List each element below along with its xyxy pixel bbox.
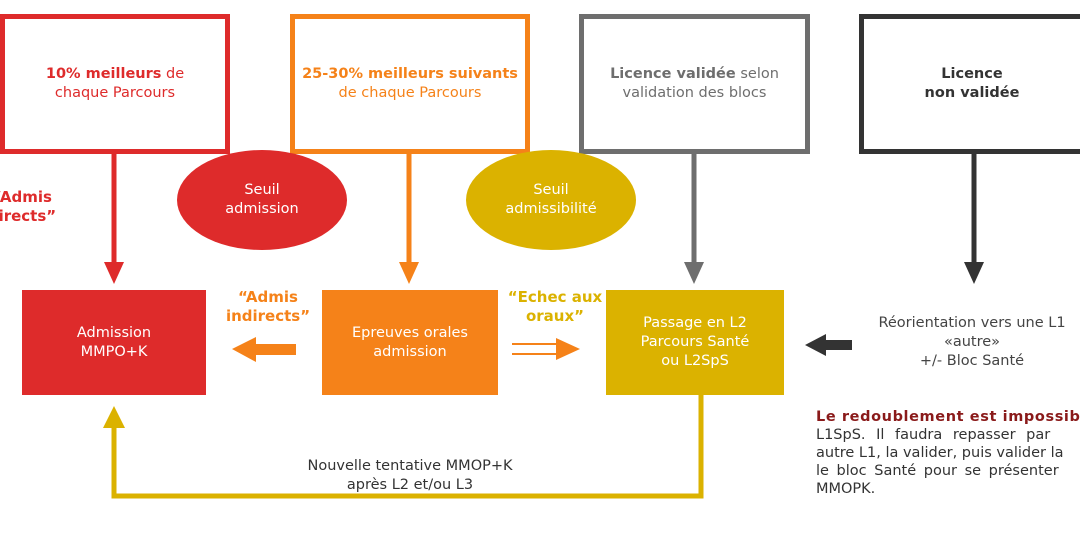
box-best-10-percent: 10% meilleurs de chaque Parcours [0,14,230,154]
arrow-reorientation-to-passage [805,334,852,356]
admis-indirects-line1: “Admis [238,288,298,306]
box-next-25-30-percent: 25-30% meilleurs suivants de chaque Parc… [290,14,530,154]
oval-seuil-admissibilite: Seuil admissibilité [466,150,636,250]
next25-bold: 25-30% meilleurs suivants [302,66,518,82]
arrow-epreuves-to-admission [232,337,296,362]
nouvelle-tentative-line1: Nouvelle tentative MMOP+K [307,458,513,474]
box-licence-non-validee: Licence non validée [859,14,1080,154]
text-nouvelle-tentative: Nouvelle tentative MMOP+K après L2 et/ou… [280,457,540,495]
best10-rest1: de [161,66,185,82]
admission-line1: Admission [76,324,152,341]
licence-ok-rest1: selon [735,66,779,82]
redoublement-line2: autre L1, la valider, puis valider la [816,445,1064,461]
licence-ko-line1: Licence [941,66,1003,82]
next25-line2: de chaque Parcours [338,85,482,101]
arrow-echec-to-passage [512,338,580,360]
passage-line2: Parcours Santé [640,334,750,350]
redoublement-line4: MMOPK. [816,481,876,497]
seuil-admission-line2: admission [225,201,299,217]
seuil-admissibilite-line1: Seuil [533,182,569,198]
passage-line3: ou L2SpS [661,353,729,369]
redoublement-line3: le bloc Santé pour se présenter [816,463,1059,479]
reorientation-line1: Réorientation vers une L1 [878,315,1066,331]
box-admission-mmpok: Admission MMPO+K [22,290,206,395]
admission-line2: MMPO+K [80,343,148,360]
seuil-admissibilite-line2: admissibilité [505,201,597,217]
box-passage-l2: Passage en L2 Parcours Santé ou L2SpS [606,290,784,395]
label-admis-directs: “Admis directs” [0,188,62,226]
text-reorientation: Réorientation vers une L1 «autre» +/- Bl… [862,314,1080,371]
licence-ok-bold: Licence validée [610,66,736,82]
seuil-admission-line1: Seuil [244,182,280,198]
passage-line1: Passage en L2 [643,315,747,331]
best10-bold: 10% meilleurs [45,66,162,82]
epreuves-line2: admission [373,343,447,360]
redoublement-title: Le redoublement est impossible [816,409,1080,425]
redoublement-line1: L1SpS. Il faudra repasser par [816,427,1051,443]
label-echec-aux-oraux: “Echec aux oraux” [500,288,610,326]
echec-oraux-line2: oraux” [525,307,585,325]
note-redoublement: Le redoublement est impossible L1SpS. Il… [816,408,1080,498]
best10-line2: chaque Parcours [54,85,176,101]
admis-indirects-line2: indirects” [225,307,311,325]
box-epreuves-orales: Epreuves orales admission [322,290,498,395]
box-licence-validee: Licence validée selon validation des blo… [579,14,810,154]
echec-oraux-line1: “Echec aux [507,288,603,306]
oval-seuil-admission: Seuil admission [177,150,347,250]
loop-passage-to-admission [111,395,704,499]
licence-ok-line2: validation des blocs [622,85,767,101]
label-admis-indirects: “Admis indirects” [218,288,318,326]
reorientation-line3: +/- Bloc Santé [919,353,1025,369]
licence-ko-line2: non validée [924,85,1020,101]
admis-directs-line1: “Admis [0,188,52,206]
reorientation-line2: «autre» [943,334,1001,350]
nouvelle-tentative-line2: après L2 et/ou L3 [346,477,474,493]
epreuves-line1: Epreuves orales [351,324,468,341]
admis-directs-line2: directs” [0,207,57,225]
